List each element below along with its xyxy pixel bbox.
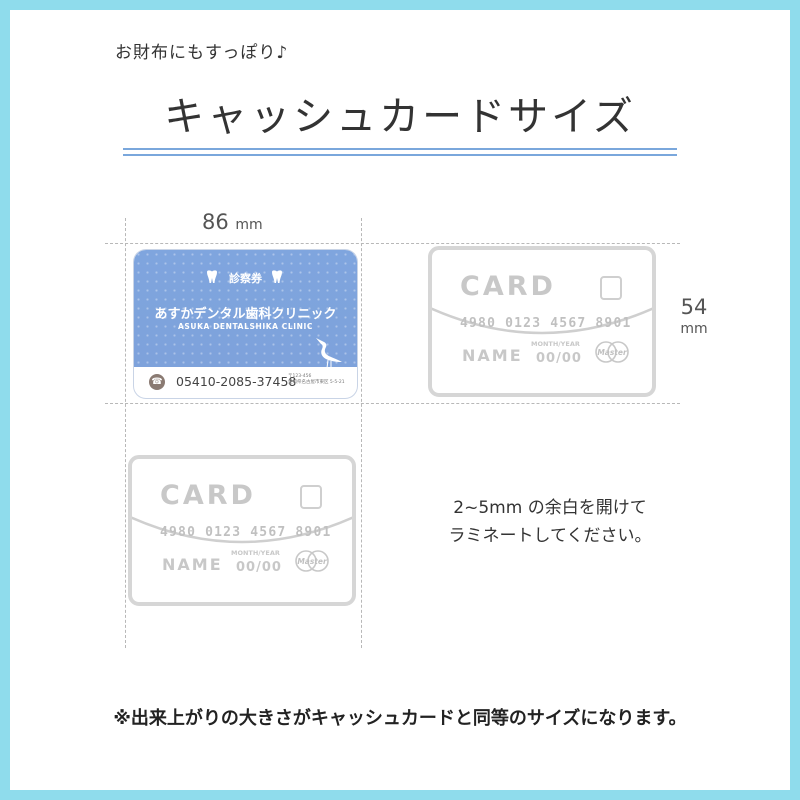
footer-note: ※出来上がりの大きさがキャッシュカードと同等のサイズになります。 xyxy=(113,708,687,729)
card-brand-logo: Master xyxy=(295,550,329,572)
card-label: CARD xyxy=(160,480,256,511)
tooth-icon xyxy=(272,270,282,283)
height-dimension: 54 mm xyxy=(680,295,708,337)
card-expiry: 00/00 xyxy=(236,560,282,575)
phone-icon: ☎ xyxy=(149,374,165,390)
card-number: 4980 0123 4567 8901 xyxy=(460,316,632,331)
page-title: キャッシュカードサイズ xyxy=(164,94,636,140)
tooth-icon xyxy=(207,270,217,283)
card-template-bottom: CARD 4980 0123 4567 8901 NAME MONTH/YEAR… xyxy=(128,455,356,606)
guide-line-left xyxy=(125,218,126,648)
guide-line-right xyxy=(361,218,362,648)
card-holder-name: NAME xyxy=(462,346,523,365)
title-rule-bottom xyxy=(123,154,677,156)
svg-text:Master: Master xyxy=(597,348,628,357)
chip-icon xyxy=(600,276,622,300)
width-dimension: 86 mm xyxy=(202,210,263,234)
card-holder-name: NAME xyxy=(162,555,223,574)
expiry-label: MONTH/YEAR xyxy=(231,549,280,557)
svg-text:Master: Master xyxy=(297,557,328,566)
guide-line-top xyxy=(105,243,680,244)
heron-icon xyxy=(316,338,342,368)
expiry-label: MONTH/YEAR xyxy=(531,340,580,348)
sample-clinic-card: 診察券 あすかデンタル歯科クリニック ASUKA DENTALSHIKA CLI… xyxy=(134,250,357,398)
card-number: 4980 0123 4567 8901 xyxy=(160,525,332,540)
clinic-name: あすかデンタル歯科クリニック xyxy=(154,307,337,322)
page-frame xyxy=(10,10,790,790)
card-arc xyxy=(432,307,652,335)
chip-icon xyxy=(300,485,322,509)
card-tag: 診察券 xyxy=(229,272,262,285)
subtitle: お財布にもすっぽり♪ xyxy=(115,43,289,63)
card-expiry: 00/00 xyxy=(536,351,582,366)
card-arc xyxy=(132,516,352,544)
clinic-roman-name: ASUKA DENTALSHIKA CLINIC xyxy=(177,322,313,331)
clinic-address: 〒123-456 愛知県名古屋市東区 5-5-21 xyxy=(288,374,345,385)
title-rule-top xyxy=(123,148,677,150)
margin-note: 2~5mm の余白を開けて ラミネートしてください。 xyxy=(448,498,652,546)
clinic-phone: 05410-2085-37458 xyxy=(176,374,297,389)
card-brand-logo: Master xyxy=(595,341,629,363)
card-blue-area xyxy=(134,250,357,367)
card-template-right: CARD 4980 0123 4567 8901 NAME MONTH/YEAR… xyxy=(428,246,656,397)
card-label: CARD xyxy=(460,271,556,302)
guide-line-bottom xyxy=(105,403,680,404)
